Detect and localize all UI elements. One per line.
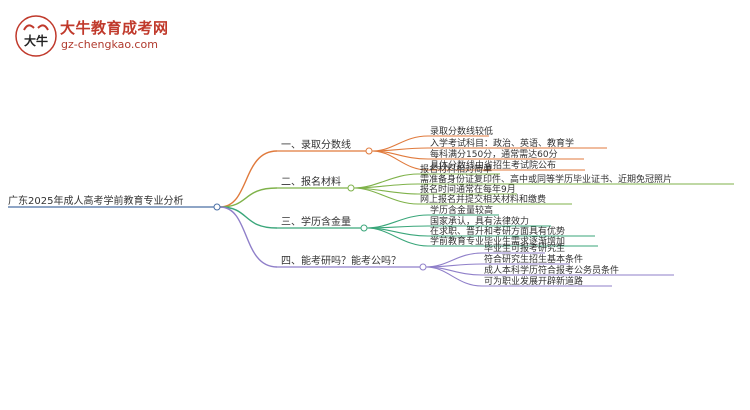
brand-title: 大牛教育成考网 bbox=[60, 19, 169, 37]
leaf-1-4-label: 具体分数线由省招生考试院公布 bbox=[430, 159, 556, 171]
branch-3-label: 三、学历含金量 bbox=[281, 215, 351, 228]
leaf-1-4-link bbox=[371, 150, 429, 171]
leaf-4-4-label: 可为职业发展开辟新道路 bbox=[484, 275, 583, 287]
leaf-1-1-link bbox=[371, 135, 429, 152]
leaf-4-4-link bbox=[425, 266, 483, 287]
root-label: 广东2025年成人高考学前教育专业分析 bbox=[8, 194, 183, 207]
branch-4-link bbox=[219, 206, 278, 268]
branch-2-connector bbox=[347, 184, 355, 192]
leaf-4-2-link bbox=[425, 263, 483, 268]
branch-1-label: 一、录取分数线 bbox=[281, 138, 351, 151]
leaf-4-2-label: 符合研究生招生基本条件 bbox=[484, 253, 583, 265]
leaf-4-3-label: 成人本科学历符合报考公务员条件 bbox=[484, 264, 619, 276]
branch-2-link bbox=[219, 187, 278, 208]
branch-2-label: 二、报名材料 bbox=[281, 175, 341, 188]
leaf-1-1-label: 录取分数线较低 bbox=[430, 125, 493, 137]
branch-4-connector bbox=[419, 263, 427, 271]
leaf-4-1-label: 毕业生可报考研究生 bbox=[484, 242, 565, 254]
branch-1-link bbox=[219, 150, 278, 208]
leaf-2-4-link bbox=[353, 187, 419, 205]
leaf-1-2-label: 入学考试科目：政治、英语、教育学 bbox=[430, 137, 574, 149]
leaf-2-2-link bbox=[353, 183, 419, 189]
branch-3-connector bbox=[360, 224, 368, 232]
leaf-2-4-label: 网上报名并提交相关材料和缴费 bbox=[420, 193, 546, 205]
root-connector bbox=[213, 203, 221, 211]
leaf-1-2-link bbox=[371, 147, 429, 152]
branch-3-link bbox=[219, 206, 278, 229]
leaf-3-4-label: 学前教育专业毕业生需求逐渐增加 bbox=[430, 235, 565, 247]
brand-url: gz-chengkao.com bbox=[61, 38, 158, 51]
leaf-2-1-label: 报名材料相对简单 bbox=[420, 163, 492, 175]
logo-mark-text: 大牛 bbox=[24, 33, 48, 48]
leaf-3-3-label: 在求职、晋升和考研方面具有优势 bbox=[430, 225, 565, 237]
branch-4-label: 四、能考研吗？能考公吗？ bbox=[281, 254, 401, 267]
leaf-3-1-label: 学历含金量较高 bbox=[430, 204, 493, 216]
leaf-3-2-label: 国家承认，具有法律效力 bbox=[430, 215, 529, 227]
bull-logo-icon: 大牛 bbox=[15, 15, 57, 57]
leaf-1-3-label: 每科满分150分，通常需达60分 bbox=[430, 148, 558, 160]
leaf-3-4-link bbox=[366, 227, 429, 247]
leaf-2-2-label: 需准备身份证复印件、高中或同等学历毕业证书、近期免冠照片 bbox=[420, 173, 672, 185]
leaf-2-3-label: 报名时间通常在每年9月 bbox=[420, 183, 516, 195]
brand-logo: 大牛 大牛教育成考网 gz-chengkao.com bbox=[14, 14, 184, 58]
branch-1-connector bbox=[365, 147, 373, 155]
